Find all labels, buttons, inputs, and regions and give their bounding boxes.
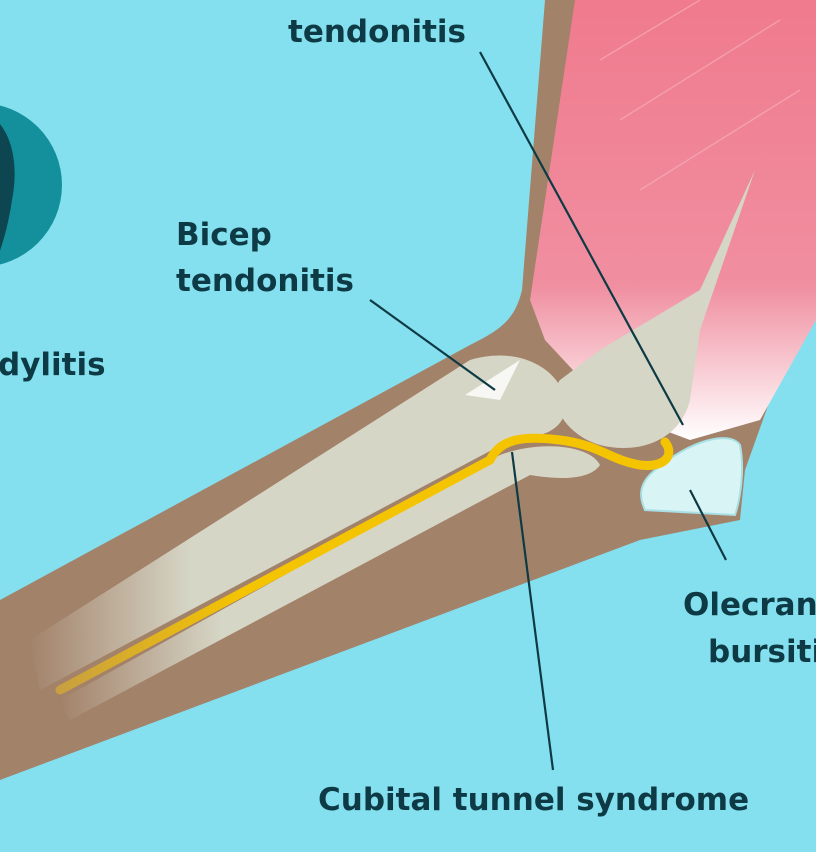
epicondylitis-label: dylitis [0,347,106,383]
cubital-tunnel-label: Cubital tunnel syndrome [318,782,749,818]
bicep-label-line1: Bicep [176,217,272,253]
ulna-bone [60,446,600,720]
bicep-label-line2: tendonitis [176,263,354,299]
upper-arm-muscle [530,0,816,440]
radius-bone [30,355,566,690]
ulnar-nerve [55,433,674,695]
muscle-fiber-lines [599,0,801,191]
olecranon-bursa [640,437,744,517]
tricep-leader-line [479,51,684,426]
olecranon-label-line2: bursiti [708,634,816,670]
olecranon-leader-line [689,489,727,561]
cubital-leader-line [510,451,555,771]
inset-circle [0,105,62,265]
bicep-tendon-highlight [465,360,520,400]
bicep-leader-line [369,299,496,391]
humerus-bone [554,170,755,448]
olecranon-label-line1: Olecran [683,587,816,623]
tricep-tendonitis-label: tendonitis [288,14,466,50]
